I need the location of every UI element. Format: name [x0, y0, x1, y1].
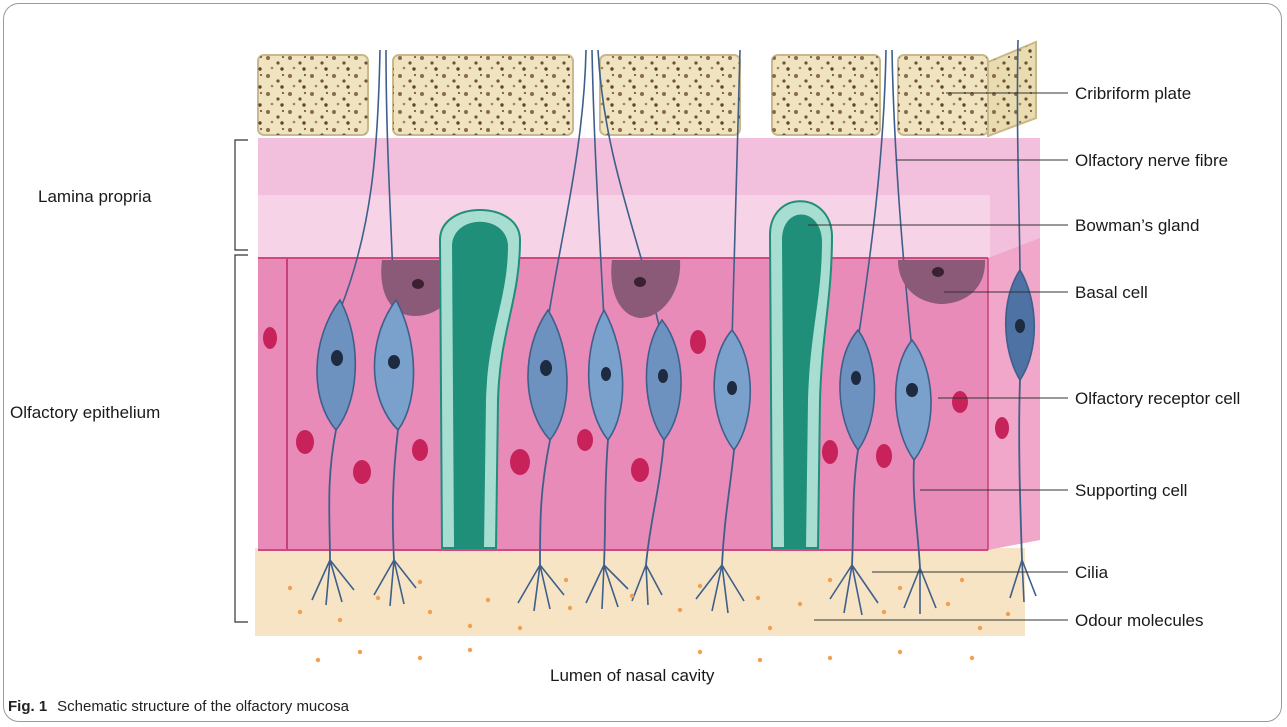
label-olfactory-epithelium: Olfactory epithelium	[10, 403, 160, 422]
cribriform-plate	[258, 42, 1036, 136]
label-lumen-of-nasal-cavity: Lumen of nasal cavity	[550, 666, 715, 685]
label-cribriform-plate: Cribriform plate	[1075, 84, 1191, 103]
label-bowmans-gland: Bowman’s gland	[1075, 216, 1199, 235]
mucus-layer	[255, 548, 1025, 636]
left-brackets	[235, 140, 248, 622]
label-olfactory-nerve-fibre: Olfactory nerve fibre	[1075, 151, 1228, 170]
label-odour-molecules: Odour molecules	[1075, 611, 1204, 630]
lamina-propria-fade	[258, 195, 990, 258]
figure-number: Fig. 1	[8, 698, 47, 715]
figure-caption: Fig. 1 Schematic structure of the olfacto…	[8, 698, 349, 715]
label-lamina-propria: Lamina propria	[38, 187, 152, 206]
label-supporting-cell: Supporting cell	[1075, 481, 1187, 500]
label-basal-cell: Basal cell	[1075, 283, 1148, 302]
label-olfactory-receptor-cell: Olfactory receptor cell	[1075, 389, 1240, 408]
label-cilia: Cilia	[1075, 563, 1109, 582]
figure-caption-text: Schematic structure of the olfactory muc…	[57, 698, 349, 715]
